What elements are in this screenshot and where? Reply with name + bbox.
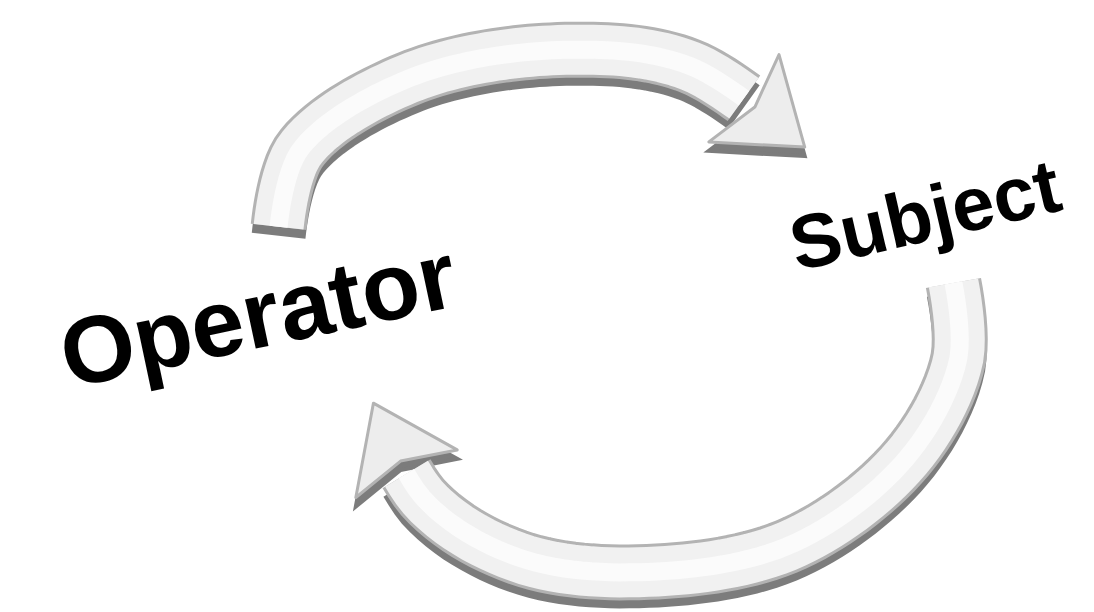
arrow-highlight (407, 283, 960, 572)
node-label: Subject (783, 147, 1068, 283)
cycle-arrow (356, 283, 960, 581)
arrow-band-edge (407, 283, 960, 572)
arrow-band-edge (279, 50, 744, 227)
node-label: Operator (52, 227, 464, 403)
arrow-band (279, 50, 744, 227)
arrow-head (356, 403, 457, 497)
node-text: Operator (52, 227, 464, 403)
arrow-highlight (279, 50, 744, 227)
cycle-arrow (279, 50, 805, 236)
arrow-head (709, 55, 805, 147)
arrow-band (407, 283, 960, 572)
node-text: Subject (783, 147, 1068, 283)
